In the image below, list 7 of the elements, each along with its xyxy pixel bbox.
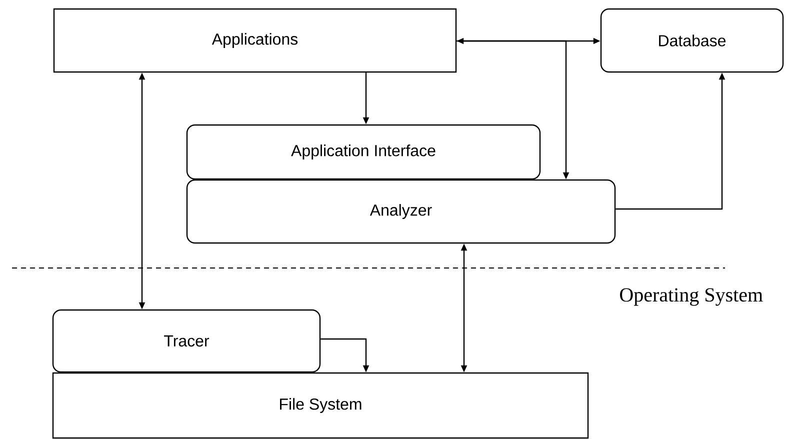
- process-box: Tracer: [52, 309, 321, 373]
- process-box: File System: [52, 372, 589, 439]
- process-box: Database: [600, 8, 784, 73]
- process-box: Application Interface: [186, 124, 541, 180]
- process-box: Applications: [53, 8, 457, 73]
- process-box: Analyzer: [186, 179, 616, 244]
- section-label: Operating System: [620, 288, 763, 306]
